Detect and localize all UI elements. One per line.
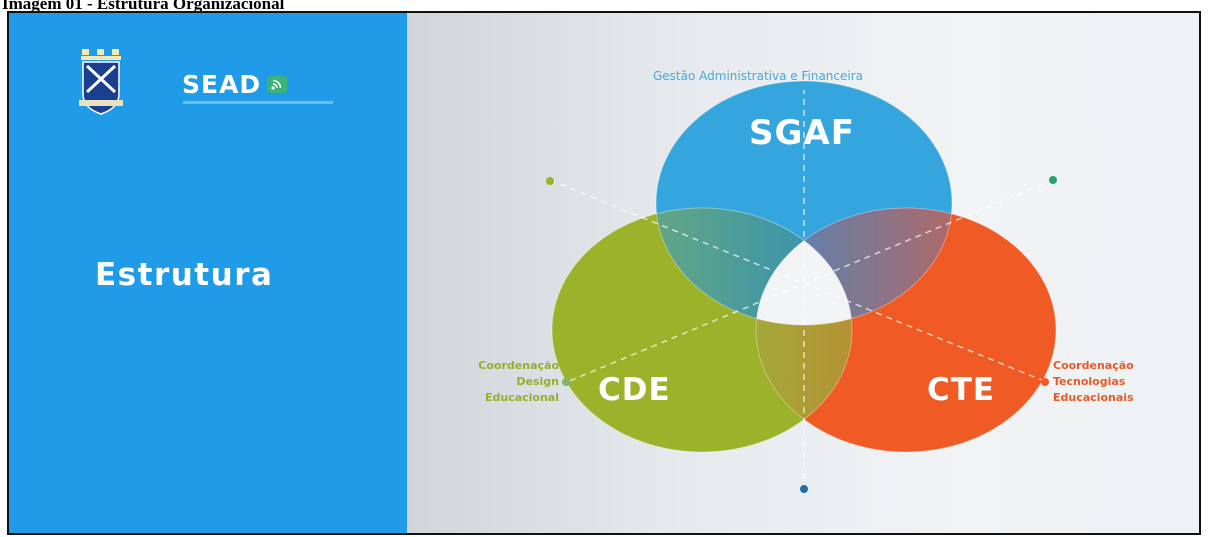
cde-label-line: Design	[516, 375, 559, 388]
cde-label: Coordenação Design Educacional	[429, 358, 559, 406]
cte-label-line: Educacionais	[1053, 391, 1134, 404]
cte-label-line: Tecnologias	[1053, 375, 1126, 388]
center-overlap	[756, 208, 852, 325]
left-panel: SEAD Estrutura	[9, 13, 407, 533]
bottom-dot	[800, 485, 808, 493]
cte-label-line: Coordenação	[1053, 359, 1134, 372]
sgaf-label: Gestão Administrativa e Financeira	[653, 69, 864, 83]
sead-logo: SEAD	[182, 70, 288, 99]
venn-diagram	[546, 80, 1057, 493]
sead-tagline-bar	[183, 101, 333, 104]
figure-frame: SEAD Estrutura	[7, 11, 1201, 535]
upper-right-dot	[1049, 176, 1057, 184]
cde-label-line: Educacional	[484, 391, 559, 404]
panel-title: Estrutura	[95, 257, 274, 293]
guide-lines	[549, 88, 1055, 483]
top-dot	[800, 82, 808, 90]
cte-code: CTE	[927, 372, 996, 408]
upper-left-dot	[546, 177, 554, 185]
wifi-icon	[267, 76, 288, 93]
sgaf-code: SGAF	[749, 113, 855, 153]
right-dot	[1041, 378, 1049, 386]
university-crest-icon	[79, 49, 123, 115]
sead-logo-text: SEAD	[182, 70, 262, 99]
cte-label: Coordenação Tecnologias Educacionais	[1053, 358, 1193, 406]
figure-caption: Imagem 01 - Estrutura Organizacional	[2, 0, 285, 13]
cde-code: CDE	[598, 372, 671, 408]
cde-label-line: Coordenação	[478, 359, 559, 372]
left-dot	[562, 378, 570, 386]
